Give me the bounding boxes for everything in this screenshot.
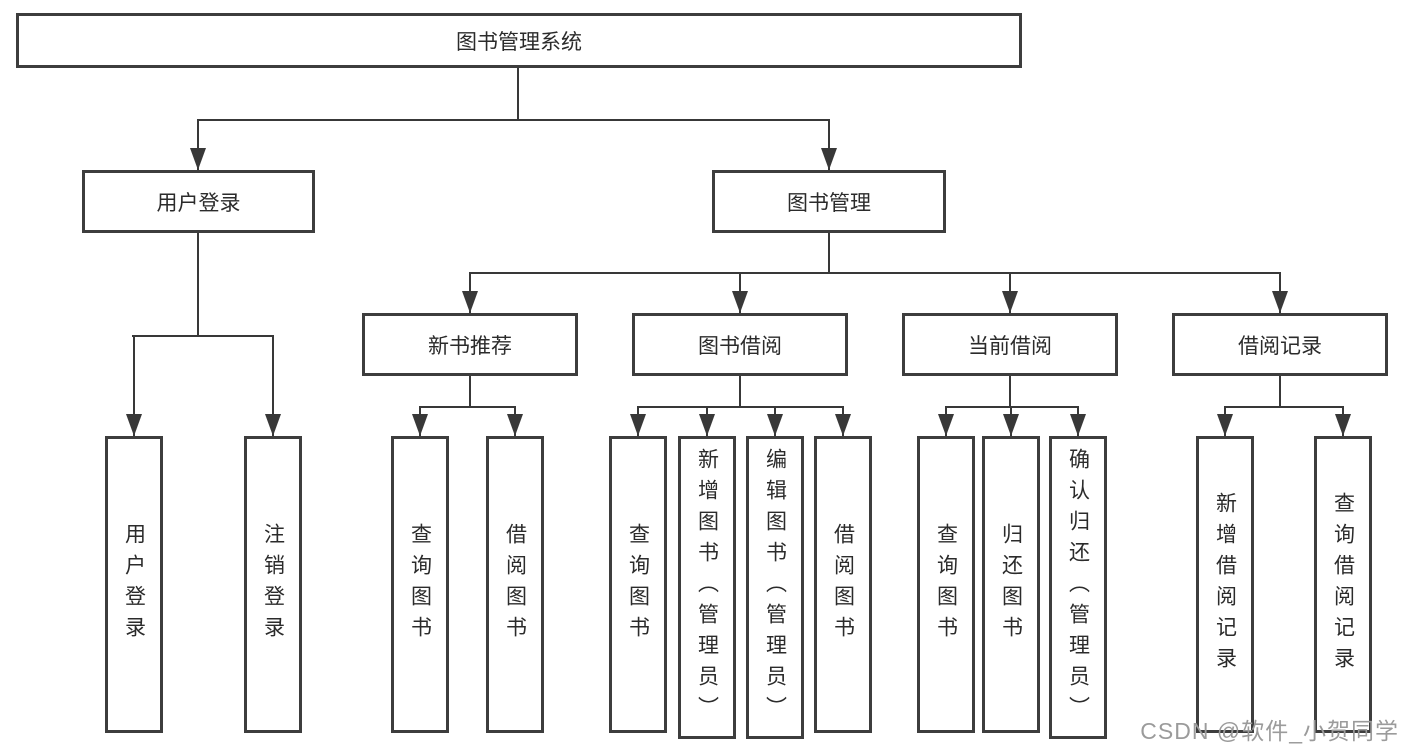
leaf-records-query-record: 查询借阅记录 — [1314, 436, 1372, 733]
leaf-borrow-query-books: 查询图书 — [609, 436, 667, 733]
arrow-down-icon — [630, 414, 646, 436]
node-borrow-records-label: 借阅记录 — [1238, 334, 1322, 358]
node-book-management-label: 图书管理 — [787, 191, 871, 215]
leaf-recommend-query-books: 查询图书 — [391, 436, 449, 733]
connector-line — [132, 335, 274, 337]
node-borrow-records: 借阅记录 — [1172, 313, 1388, 376]
leaf-records-query-record-label: 查询借阅记录 — [1331, 491, 1355, 678]
node-root: 图书管理系统 — [16, 13, 1022, 68]
connector-line — [469, 272, 1281, 274]
connector-line — [197, 233, 199, 336]
connector-line — [197, 119, 199, 170]
arrow-down-icon — [412, 414, 428, 436]
connector-line — [945, 406, 1079, 408]
connector-line — [1224, 406, 1344, 408]
arrow-down-icon — [1070, 414, 1086, 436]
arrow-down-icon — [462, 291, 478, 313]
connector-line — [739, 376, 741, 407]
node-user-login: 用户登录 — [82, 170, 315, 233]
arrow-down-icon — [732, 291, 748, 313]
arrow-down-icon — [1335, 414, 1351, 436]
connector-line — [419, 406, 516, 408]
leaf-current-confirm-return-admin: 确认归还（管理员） — [1049, 436, 1107, 739]
leaf-current-query-books-label: 查询图书 — [934, 522, 958, 647]
connector-line — [637, 406, 844, 408]
leaf-borrow-edit-books-admin: 编辑图书（管理员） — [746, 436, 804, 739]
connector-line — [197, 119, 830, 121]
arrow-down-icon — [1002, 291, 1018, 313]
connector-line — [133, 335, 135, 436]
arrow-down-icon — [1003, 414, 1019, 436]
arrow-down-icon — [938, 414, 954, 436]
leaf-current-confirm-return-admin-label: 确认归还（管理员） — [1066, 448, 1090, 727]
arrow-down-icon — [1272, 291, 1288, 313]
arrow-down-icon — [126, 414, 142, 436]
connector-line — [1009, 376, 1011, 407]
leaf-borrow-borrow-books-label: 借阅图书 — [831, 522, 855, 647]
leaf-logout: 注销登录 — [244, 436, 302, 733]
node-book-management: 图书管理 — [712, 170, 946, 233]
arrow-down-icon — [1217, 414, 1233, 436]
arrow-down-icon — [190, 148, 206, 170]
connector-line — [828, 233, 830, 272]
node-new-book-recommend-label: 新书推荐 — [428, 334, 512, 358]
connector-line — [272, 335, 274, 436]
leaf-user-login-label: 用户登录 — [122, 522, 146, 647]
arrow-down-icon — [835, 414, 851, 436]
connector-line — [828, 119, 830, 170]
leaf-recommend-borrow-books: 借阅图书 — [486, 436, 544, 733]
node-root-label: 图书管理系统 — [456, 30, 582, 54]
arrow-down-icon — [265, 414, 281, 436]
node-current-borrow: 当前借阅 — [902, 313, 1118, 376]
leaf-logout-label: 注销登录 — [261, 522, 285, 647]
connector-line — [1279, 376, 1281, 407]
arrow-down-icon — [821, 148, 837, 170]
leaf-current-return-books: 归还图书 — [982, 436, 1040, 733]
leaf-recommend-query-books-label: 查询图书 — [408, 522, 432, 647]
node-book-borrow-label: 图书借阅 — [698, 334, 782, 358]
leaf-records-add-record: 新增借阅记录 — [1196, 436, 1254, 733]
arrow-down-icon — [767, 414, 783, 436]
csdn-watermark: CSDN @软件_小贺同学 — [1140, 718, 1399, 744]
leaf-borrow-borrow-books: 借阅图书 — [814, 436, 872, 733]
leaf-user-login: 用户登录 — [105, 436, 163, 733]
node-current-borrow-label: 当前借阅 — [968, 334, 1052, 358]
connector-line — [469, 376, 471, 407]
leaf-current-return-books-label: 归还图书 — [999, 522, 1023, 647]
leaf-recommend-borrow-books-label: 借阅图书 — [503, 522, 527, 647]
leaf-borrow-add-books-admin: 新增图书（管理员） — [678, 436, 736, 739]
arrow-down-icon — [699, 414, 715, 436]
leaf-records-add-record-label: 新增借阅记录 — [1213, 491, 1237, 678]
node-book-borrow: 图书借阅 — [632, 313, 848, 376]
node-new-book-recommend: 新书推荐 — [362, 313, 578, 376]
leaf-current-query-books: 查询图书 — [917, 436, 975, 733]
leaf-borrow-edit-books-admin-label: 编辑图书（管理员） — [763, 448, 787, 727]
leaf-borrow-add-books-admin-label: 新增图书（管理员） — [695, 448, 719, 727]
leaf-borrow-query-books-label: 查询图书 — [626, 522, 650, 647]
node-user-login-label: 用户登录 — [156, 191, 241, 215]
arrow-down-icon — [507, 414, 523, 436]
connector-line — [517, 68, 519, 120]
